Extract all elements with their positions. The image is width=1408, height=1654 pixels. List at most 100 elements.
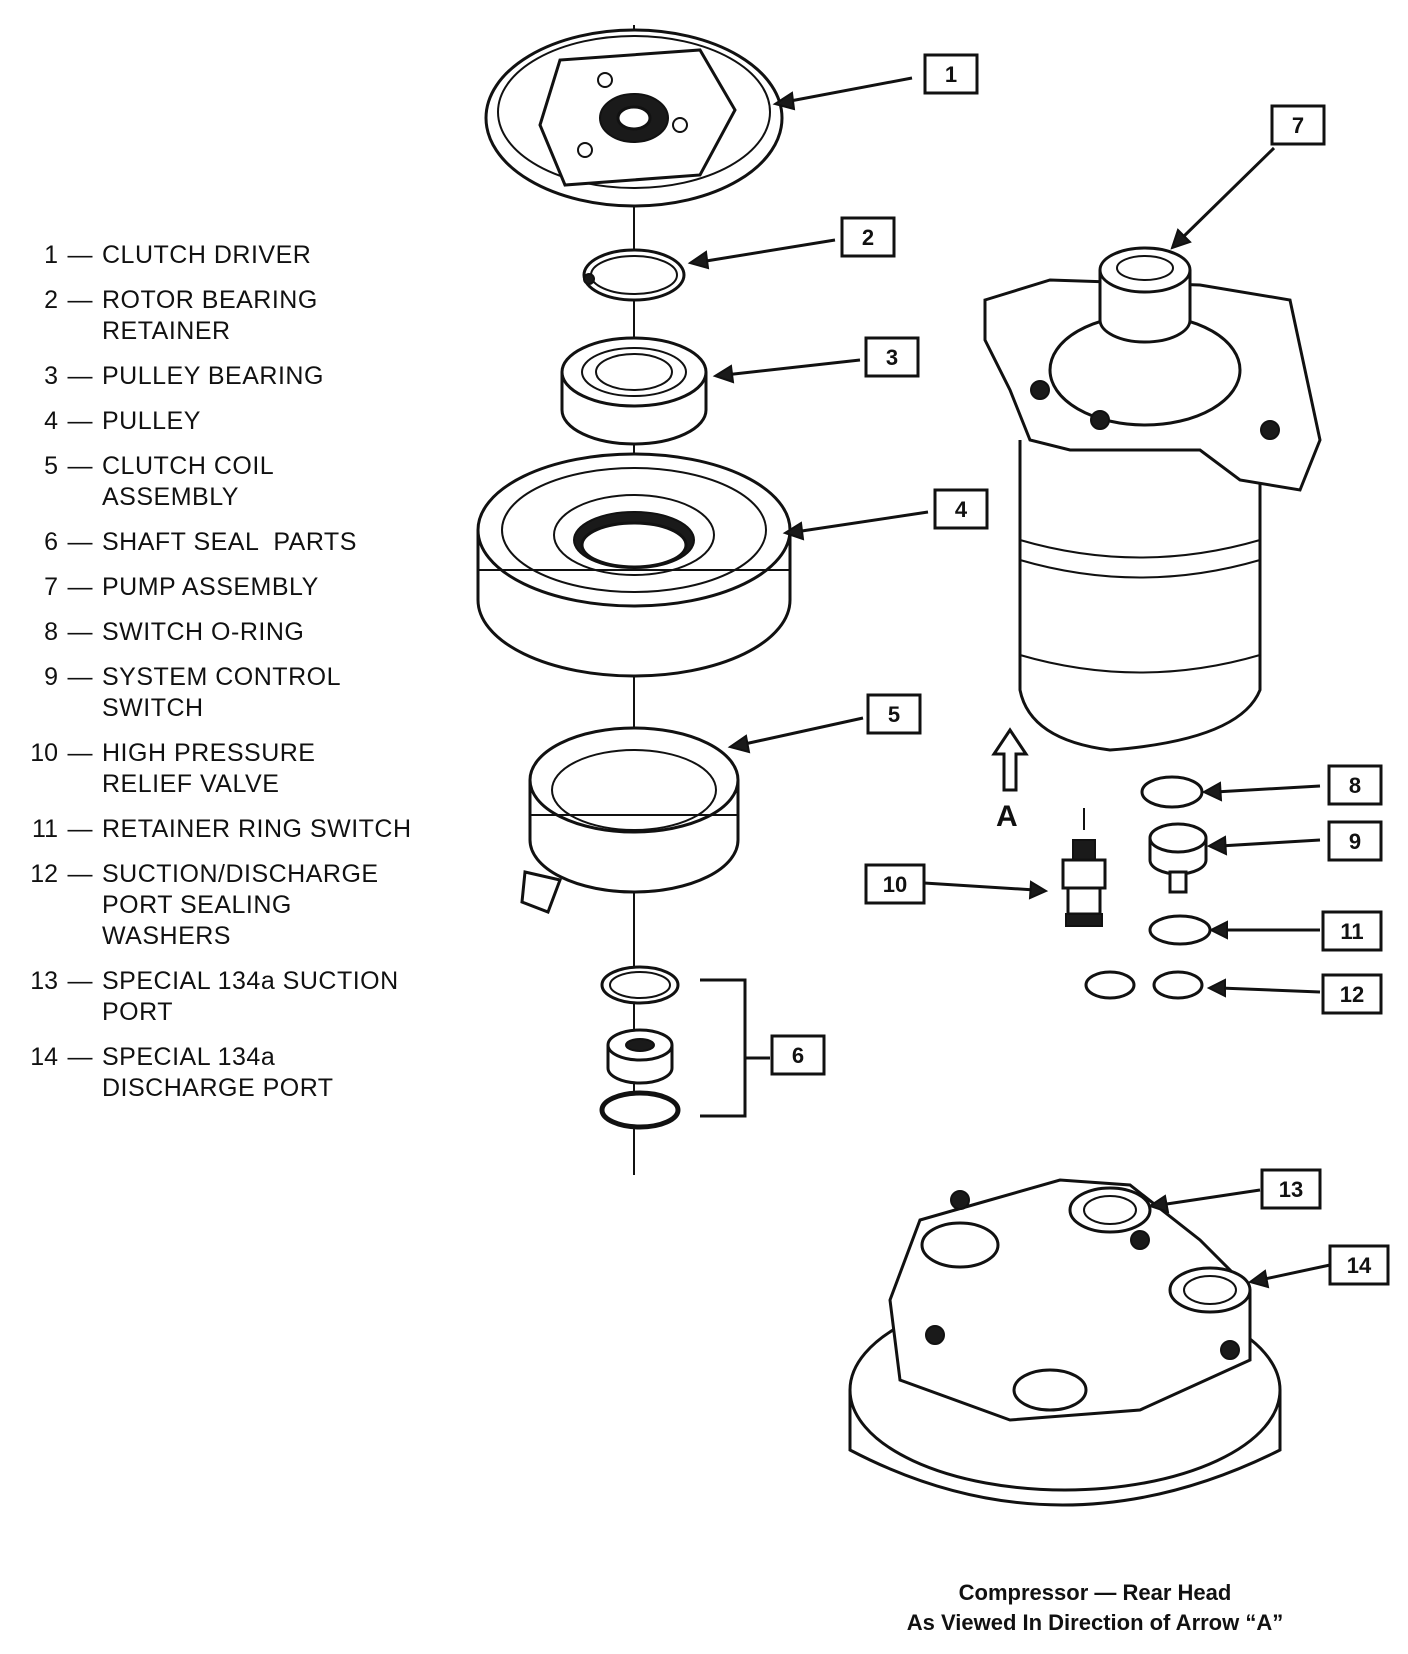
caption-line-2: As Viewed In Direction of Arrow “A” [906,1610,1284,1635]
legend-line: WASHERS [102,922,231,950]
legend-item: 1—CLUTCH DRIVER [22,240,452,271]
callout-4: 4 [933,488,989,530]
system-control-switch-part [1148,822,1208,894]
legend-item: 11—RETAINER RING SWITCH [22,814,452,845]
legend-line: CLUTCH DRIVER [102,241,312,269]
callout-7: 7 [1270,104,1326,146]
legend-num: 2 [44,286,58,314]
rotor-bearing-retainer-part [582,248,686,302]
legend-line: CLUTCH COIL [102,452,275,480]
callout-number: 10 [883,872,907,897]
legend-text: PULLEY [102,406,201,437]
shaft-seal-parts [599,965,770,1130]
legend-item: 3 — PULLEY BEARING [22,361,452,392]
legend-line: DISCHARGE PORT [102,1074,334,1102]
callout-14: 14 [1328,1244,1390,1286]
sealing-washer-right [1152,970,1204,1000]
legend-line: SPECIAL 134a [102,1043,276,1071]
callout-6: 6 [770,1034,826,1076]
arrow-a-label: A [996,800,1018,833]
legend-dash: — [67,663,93,691]
legend-item: 5 — CLUTCH COIL ASSEMBLY [22,451,452,513]
leader-lines [687,76,1331,1289]
legend-dash: — [67,286,93,314]
callout-3: 3 [864,336,920,378]
legend-line: PULLEY BEARING [102,362,324,390]
legend-dash: — [67,241,93,269]
legend-line: SWITCH O-RING [102,618,305,646]
callout-12: 12 [1321,973,1383,1015]
legend-line: PULLEY [102,407,201,435]
legend-num: 14 [30,1043,58,1071]
pulley-bearing-part [560,336,708,446]
legend-item: 7—PUMP ASSEMBLY [22,572,452,603]
high-pressure-relief-valve-part [1061,808,1107,927]
switch-o-ring-part [1140,775,1204,809]
legend-num: 3 [44,362,58,390]
legend-text: SHAFT SEAL PARTS [102,527,357,558]
callout-9: 9 [1327,820,1383,862]
callout-number: 8 [1349,773,1361,798]
legend-item: 8 — SWITCH O-RING [22,617,452,648]
clutch-driver-part [484,28,784,208]
view-arrow-a [991,727,1029,792]
pump-assembly-part [983,246,1322,752]
legend-line: RETAINER [102,317,231,345]
callout-number: 12 [1340,982,1364,1007]
sealing-washer-left [1084,970,1136,1000]
legend-num: 6 [44,528,58,556]
callout-number: 5 [888,702,900,727]
legend-line: SHAFT SEAL PARTS [102,528,357,556]
legend-dash: — [67,815,93,843]
legend-line: ROTOR BEARING [102,286,318,314]
legend-line: PORT [102,998,173,1026]
discharge-port [1168,1266,1252,1314]
legend-item: 6 — SHAFT SEAL PARTS [22,527,452,558]
legend-num: 13 [30,967,58,995]
callout-2: 2 [840,216,896,258]
legend-num: 5 [44,452,58,480]
legend-dash: — [67,407,93,435]
legend-line: SWITCH [102,694,204,722]
callout-13: 13 [1260,1168,1322,1210]
callout-number: 4 [955,497,968,522]
legend-line: ASSEMBLY [102,483,239,511]
compressor-rear-head [848,1178,1282,1507]
legend-dash: — [67,860,93,888]
callout-number: 3 [886,345,898,370]
legend-text: CLUTCH COIL ASSEMBLY [102,451,274,513]
legend-num: 8 [44,618,58,646]
callout-number: 13 [1279,1177,1303,1202]
legend-item: 4 — PULLEY [22,406,452,437]
legend-line: SPECIAL 134a SUCTION [102,967,399,995]
legend-item: 2 — ROTOR BEARING RETAINER [22,285,452,347]
suction-port [1068,1186,1152,1234]
rear-head-caption: Compressor — Rear Head As Viewed In Dire… [820,1578,1370,1638]
legend-text: ROTOR BEARING RETAINER [102,285,318,347]
legend-dash: — [67,618,93,646]
legend-dash: — [67,362,93,390]
legend-line: PUMP ASSEMBLY [102,573,319,601]
legend-line: RETAINER RING SWITCH [102,815,412,843]
legend-dash: — [67,573,93,601]
legend-text: RETAINER RING SWITCH [102,814,412,845]
callout-number: 9 [1349,829,1361,854]
callout-number: 11 [1340,919,1363,944]
legend-dash: — [67,452,93,480]
legend-text: SPECIAL 134a SUCTION PORT [102,966,399,1028]
legend-num: 4 [44,407,58,435]
callout-number: 6 [792,1043,804,1068]
legend-line: SUCTION/DISCHARGE [102,860,379,888]
legend-dash: — [67,1043,93,1071]
legend-dash: — [67,528,93,556]
